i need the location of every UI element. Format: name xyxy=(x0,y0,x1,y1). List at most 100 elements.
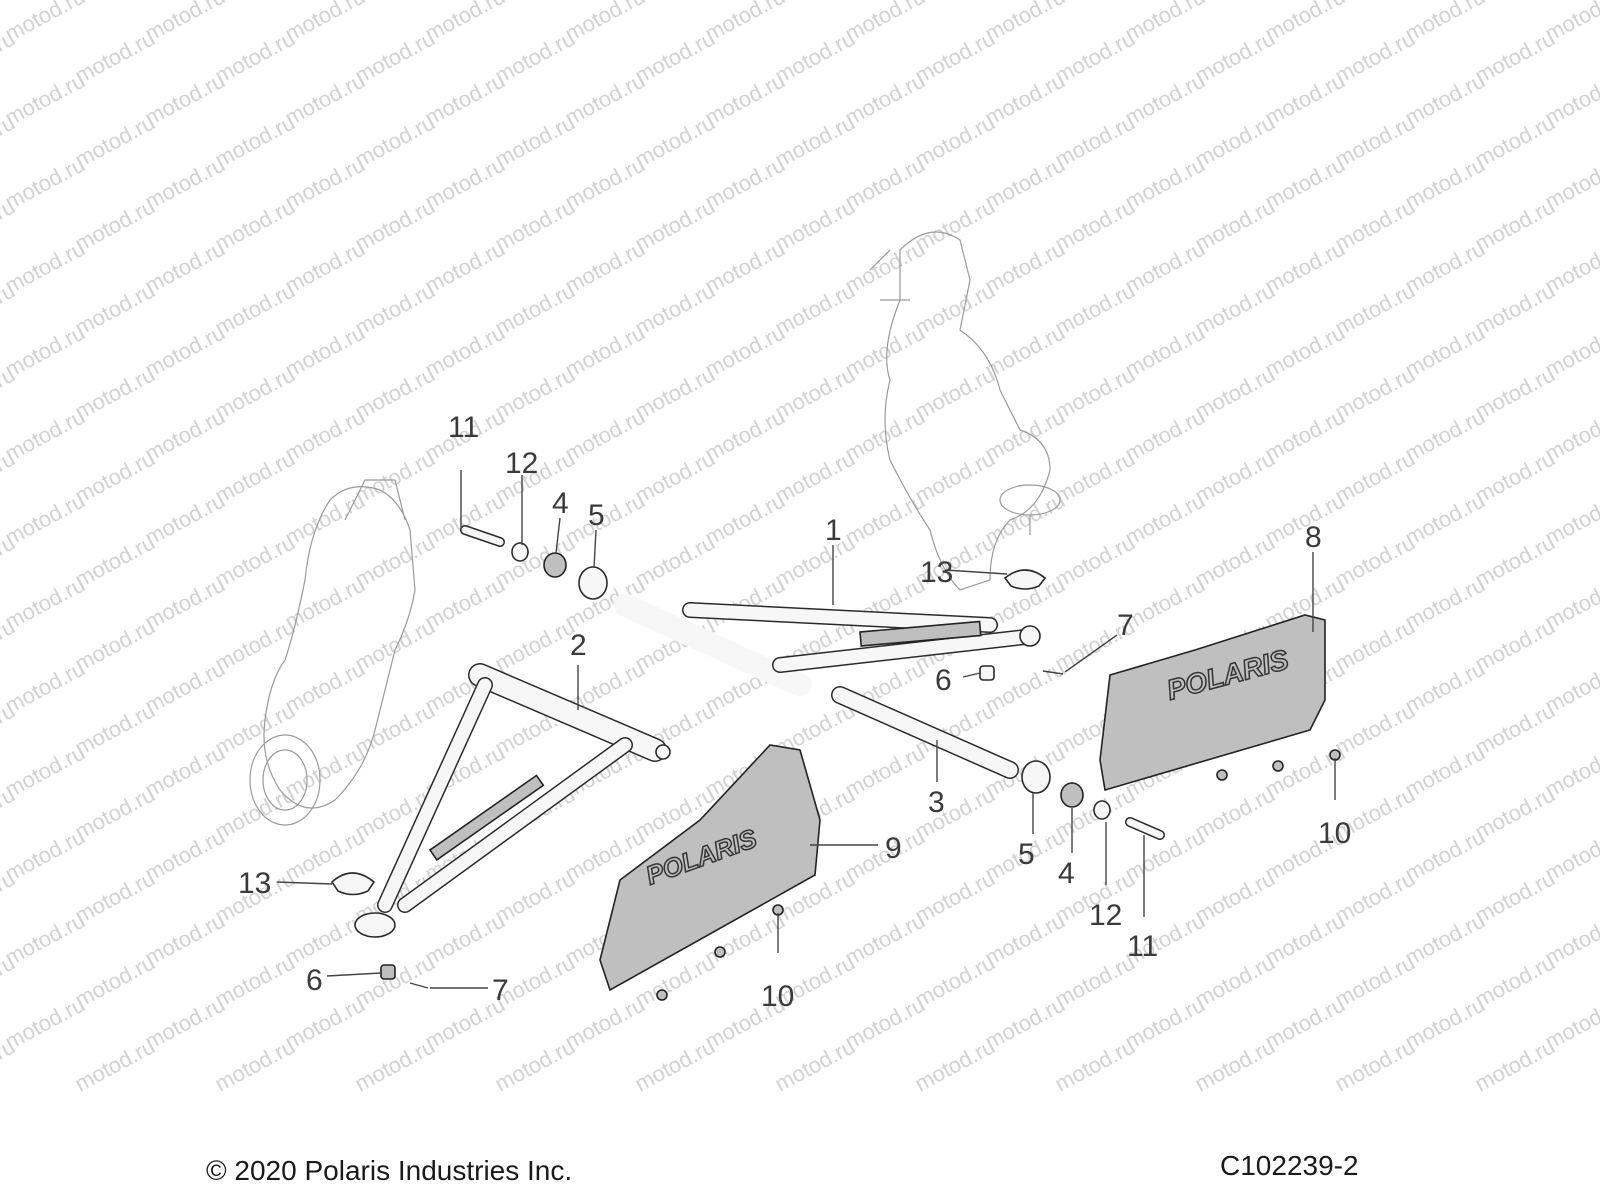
callout-10: 10 xyxy=(761,980,794,1013)
watermark-text: motod.ru xyxy=(281,656,369,719)
watermark-text: motod.ru xyxy=(421,320,509,383)
watermark-text: motod.ru xyxy=(1331,446,1419,509)
watermark-text: motod.ru xyxy=(911,782,999,845)
watermark-text: motod.ru xyxy=(71,782,159,845)
callout-1: 1 xyxy=(825,514,842,547)
watermark-text: motod.ru xyxy=(1471,446,1559,509)
watermark-text: motod.ru xyxy=(351,278,439,341)
watermark-text: motod.ru xyxy=(491,866,579,929)
watermark-text: motod.ru xyxy=(1,152,89,215)
copyright-text: © 2020 Polaris Industries Inc. xyxy=(206,1155,573,1186)
watermark-text: motod.ru xyxy=(911,110,999,173)
watermark-text: motod.ru xyxy=(1471,362,1559,425)
watermark-text: motod.ru xyxy=(351,1034,439,1097)
watermark-text: motod.ru xyxy=(281,572,369,635)
watermark-text: motod.ru xyxy=(1121,992,1209,1055)
watermark-text: motod.ru xyxy=(141,152,229,215)
cotter-pin-left xyxy=(409,982,429,989)
watermark-text: motod.ru xyxy=(351,194,439,257)
watermark-text: motod.ru xyxy=(71,278,159,341)
watermark-text: motod.ru xyxy=(1261,740,1349,803)
watermark-text: motod.ru xyxy=(281,908,369,971)
watermark-text: motod.ru xyxy=(1,908,89,971)
watermark-text: motod.ru xyxy=(1331,362,1419,425)
watermark-text: motod.ru xyxy=(1,572,89,635)
watermark-text: motod.ru xyxy=(1121,152,1209,215)
callout-9: 9 xyxy=(885,832,902,865)
watermark-text: motod.ru xyxy=(1261,236,1349,299)
watermark-text: motod.ru xyxy=(211,698,299,761)
watermark-text: motod.ru xyxy=(1191,278,1279,341)
watermark-text: motod.ru xyxy=(1261,404,1349,467)
watermark-text: motod.ru xyxy=(561,320,649,383)
watermark-text: motod.ru xyxy=(701,236,789,299)
callout-5b: 5 xyxy=(1018,838,1035,871)
pivot-tube xyxy=(831,686,1019,779)
watermark-text: motod.ru xyxy=(701,320,789,383)
watermark-text: motod.ru xyxy=(71,446,159,509)
watermark-text: motod.ru xyxy=(491,110,579,173)
watermark-text: motod.ru xyxy=(841,488,929,551)
watermark-text: motod.ru xyxy=(1401,992,1489,1055)
watermark-text: motod.ru xyxy=(1051,110,1139,173)
callout-3: 3 xyxy=(928,786,945,819)
watermark-text: motod.ru xyxy=(141,320,229,383)
watermark-text: motod.ru xyxy=(141,992,229,1055)
watermark-text: motod.ru xyxy=(71,194,159,257)
watermark-text: motod.ru xyxy=(71,1034,159,1097)
watermark-text: motod.ru xyxy=(841,740,929,803)
watermark-text: motod.ru xyxy=(351,446,439,509)
watermark-text: motod.ru xyxy=(1121,824,1209,887)
watermark-text: motod.ru xyxy=(981,656,1069,719)
watermark-text: motod.ru xyxy=(1121,236,1209,299)
watermark-text: motod.ru xyxy=(351,950,439,1013)
watermark-text: motod.ru xyxy=(1191,26,1279,89)
callout-12: 12 xyxy=(505,447,538,480)
watermark-text: motod.ru xyxy=(1,488,89,551)
watermark-text: motod.ru xyxy=(1,992,89,1055)
watermark-text: motod.ru xyxy=(1,740,89,803)
watermark-text: motod.ru xyxy=(491,278,579,341)
watermark-text: motod.ru xyxy=(1191,110,1279,173)
watermark-text: motod.ru xyxy=(631,530,719,593)
watermark-text: motod.ru xyxy=(1401,656,1489,719)
callout-6: 6 xyxy=(935,664,952,697)
watermark-text: motod.ru xyxy=(421,908,509,971)
watermark-text: motod.ru xyxy=(1331,950,1419,1013)
watermark-text: motod.ru xyxy=(841,908,929,971)
watermark-text: motod.ru xyxy=(281,68,369,131)
watermark-text: motod.ru xyxy=(911,194,999,257)
watermark-text: motod.ru xyxy=(211,26,299,89)
watermark-text: motod.ru xyxy=(1471,278,1559,341)
callout-10b: 10 xyxy=(1318,817,1351,850)
watermark-text: motod.ru xyxy=(71,866,159,929)
watermark-text: motod.ru xyxy=(1401,404,1489,467)
watermark-text: motod.ru xyxy=(141,68,229,131)
watermark-text: motod.ru xyxy=(211,530,299,593)
watermark-text: motod.ru xyxy=(351,698,439,761)
watermark-text: motod.ru xyxy=(1261,320,1349,383)
watermark-text: motod.ru xyxy=(1261,908,1349,971)
watermark-text: motod.ru xyxy=(1,656,89,719)
watermark-text: motod.ru xyxy=(1471,110,1559,173)
watermark-text: motod.ru xyxy=(631,446,719,509)
castle-nut-right xyxy=(979,665,995,681)
watermark-text: motod.ru xyxy=(1331,614,1419,677)
watermark-text: motod.ru xyxy=(211,782,299,845)
watermark-text: motod.ru xyxy=(1401,488,1489,551)
watermark-text: motod.ru xyxy=(71,698,159,761)
watermark-text: motod.ru xyxy=(1471,1034,1559,1097)
watermark-text: motod.ru xyxy=(701,488,789,551)
watermark-text: motod.ru xyxy=(1471,614,1559,677)
watermark-text: motod.ru xyxy=(1191,1034,1279,1097)
watermark-text: motod.ru xyxy=(1331,26,1419,89)
skid-plate-right: POLARIS xyxy=(1099,614,1341,792)
watermark-text: motod.ru xyxy=(1051,362,1139,425)
watermark-text: motod.ru xyxy=(771,362,859,425)
watermark-text: motod.ru xyxy=(0,0,19,4)
watermark-text: motod.ru xyxy=(771,278,859,341)
watermark-text: motod.ru xyxy=(491,1034,579,1097)
watermark-text: motod.ru xyxy=(211,950,299,1013)
watermark-text: motod.ru xyxy=(351,614,439,677)
watermark-text: motod.ru xyxy=(1121,68,1209,131)
